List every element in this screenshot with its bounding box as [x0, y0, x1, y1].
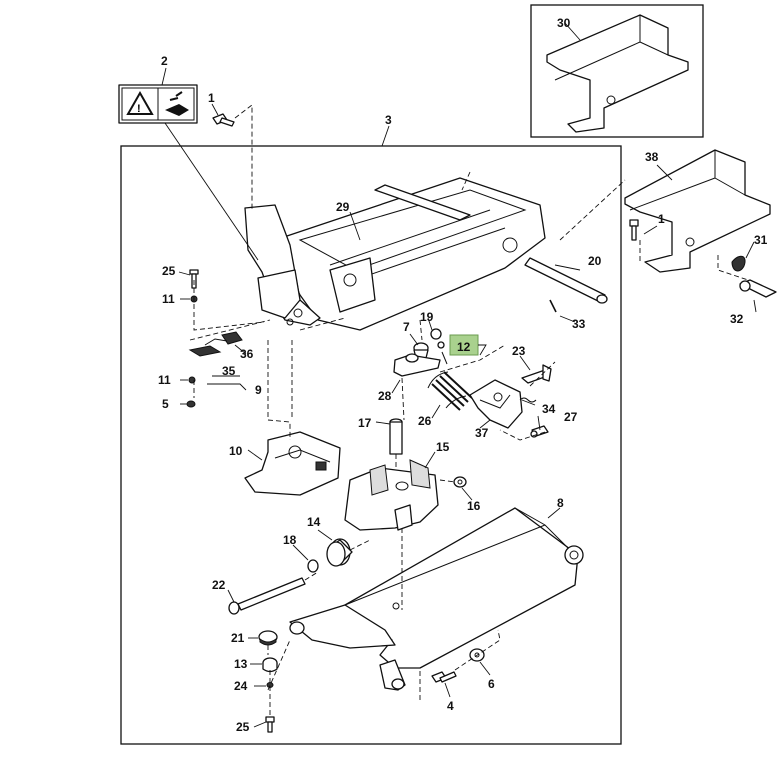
part-21-cap[interactable]: [258, 630, 278, 646]
callout-21: 21: [231, 631, 245, 645]
explosion-lines: [189, 104, 749, 715]
callout-25-lower: 25: [236, 720, 250, 734]
callout-13: 13: [234, 657, 248, 671]
warning-triangle-icon: [126, 90, 154, 115]
callout-7: 7: [403, 320, 410, 334]
leader-lines: [161, 22, 757, 728]
callout-15: 15: [436, 440, 450, 454]
part-33-pin[interactable]: [549, 299, 557, 313]
callout-22: 22: [212, 578, 226, 592]
callout-26: 26: [418, 414, 432, 428]
part-20-shaft[interactable]: [524, 257, 608, 304]
part-17-pin[interactable]: [389, 418, 403, 455]
callout-24: 24: [234, 679, 248, 693]
callout-32: 32: [730, 312, 744, 326]
part-30-bracket[interactable]: [546, 0, 689, 133]
callout-29: 29: [336, 200, 350, 214]
callout-37: 37: [475, 426, 489, 440]
callout-25-upper: 25: [162, 264, 176, 278]
part-12-pin: [441, 351, 448, 365]
part-18-washer[interactable]: [307, 559, 319, 573]
callout-30: 30: [557, 16, 571, 30]
callout-16: 16: [467, 499, 481, 513]
part-1-bolt-right[interactable]: [629, 219, 639, 241]
part-35-spring[interactable]: [188, 338, 228, 357]
part-19-spring-pin[interactable]: [430, 328, 445, 349]
callout-31: 31: [754, 233, 768, 247]
callout-9: 9: [255, 383, 262, 397]
callout-8: 8: [557, 496, 564, 510]
part-1-bolt-top[interactable]: [212, 113, 235, 127]
callout-6: 6: [488, 677, 495, 691]
callout-5: 5: [162, 397, 169, 411]
part-4-bolt[interactable]: [431, 671, 457, 683]
part-38-bracket[interactable]: [624, 149, 771, 273]
callout-1-top: 1: [208, 91, 215, 105]
callout-36: 36: [240, 347, 254, 361]
callout-34: 34: [542, 402, 556, 416]
callout-3: 3: [385, 113, 392, 127]
part-25-bolt-upper[interactable]: [189, 269, 199, 289]
part-13-bushing[interactable]: [262, 657, 278, 673]
part-26-spring[interactable]: [427, 371, 473, 411]
callout-23: 23: [512, 344, 526, 358]
part-2-decal[interactable]: !: [118, 84, 198, 124]
callout-19: 19: [420, 310, 434, 324]
callout-35: 35: [222, 364, 236, 378]
part-14-bushing[interactable]: [326, 538, 353, 567]
part-5-washer[interactable]: [186, 400, 196, 408]
part-29-frame[interactable]: [244, 177, 546, 331]
part-10-hook[interactable]: [244, 431, 341, 496]
callout-labels: 2 1 3 30 38 29 1 31 20 25 11 32 33 7 19 …: [158, 16, 768, 734]
inset-frame: [530, 4, 704, 138]
part-31-clip[interactable]: [731, 255, 746, 272]
callout-28: 28: [378, 389, 392, 403]
hand-crush-icon: [165, 91, 189, 116]
part-36-block[interactable]: [221, 331, 243, 345]
callout-1-right: 1: [658, 212, 665, 226]
callout-10: 10: [229, 444, 243, 458]
part-28-pin[interactable]: [393, 353, 441, 377]
callout-27: 27: [564, 410, 578, 424]
callout-11-lower: 11: [158, 373, 171, 387]
callout-14: 14: [307, 515, 321, 529]
callout-2: 2: [161, 54, 168, 68]
callout-38: 38: [645, 150, 659, 164]
part-11-nut-lower[interactable]: [188, 376, 196, 384]
part-37-latch[interactable]: [469, 379, 523, 429]
part-15-block[interactable]: [344, 459, 439, 531]
part-34-spring[interactable]: [519, 397, 537, 403]
part-25-bolt-lower[interactable]: [265, 716, 275, 733]
part-32-pin[interactable]: [739, 279, 777, 298]
callout-11-upper: 11: [162, 292, 175, 306]
warning-mark: !: [137, 103, 141, 115]
callout-20: 20: [588, 254, 602, 268]
callout-4: 4: [447, 699, 454, 713]
part-16-nut[interactable]: [453, 476, 467, 488]
assembly-frame: [120, 145, 622, 745]
callout-33: 33: [572, 317, 586, 331]
part-22-bolt[interactable]: [228, 577, 306, 615]
part-8-arm[interactable]: [289, 507, 584, 691]
callout-17: 17: [358, 416, 372, 430]
callout-12: 12: [457, 340, 471, 354]
callout-18: 18: [283, 533, 297, 547]
